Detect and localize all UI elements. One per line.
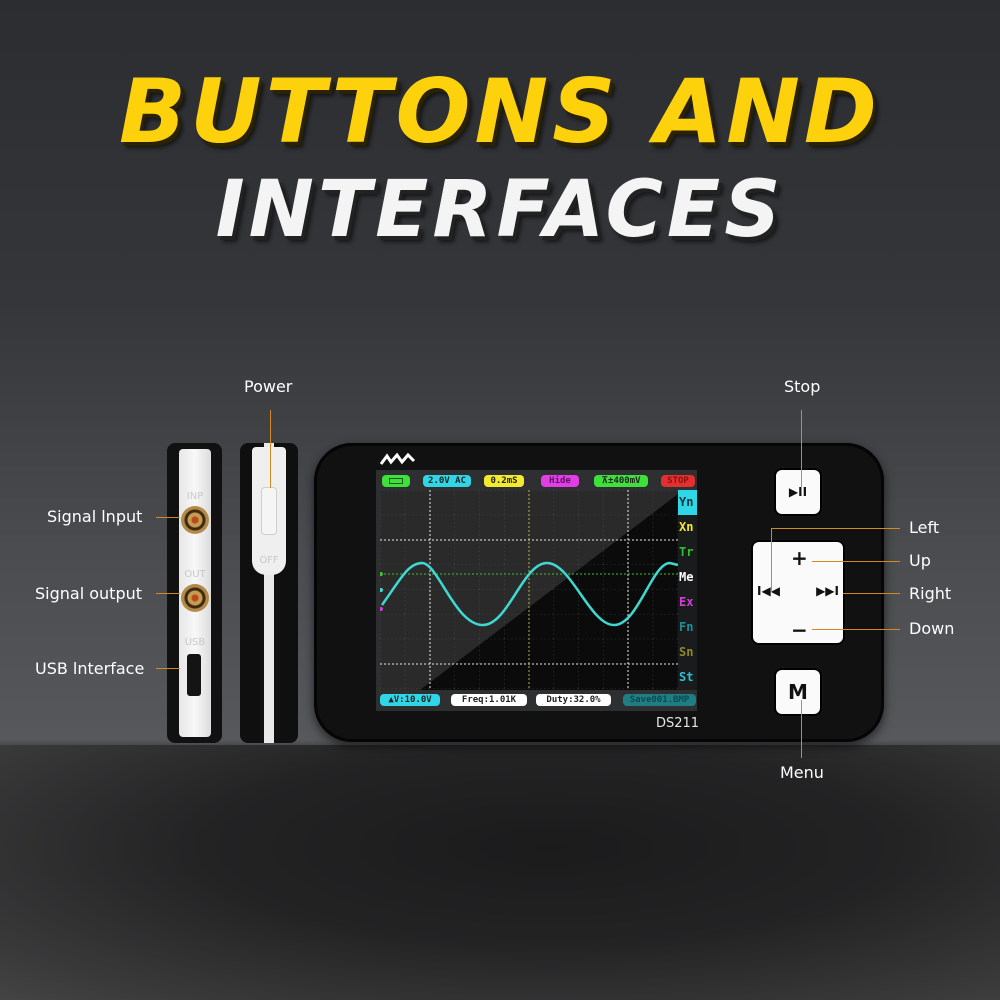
callout-line-output bbox=[156, 593, 180, 594]
battery-icon bbox=[382, 475, 410, 487]
waveform-plot bbox=[380, 490, 678, 690]
power-switch-knob[interactable] bbox=[261, 487, 277, 535]
signal-input-jack[interactable] bbox=[181, 506, 209, 534]
headline-line1: BUTTONS AND bbox=[119, 60, 881, 163]
play-pause-button[interactable]: ▶II bbox=[776, 470, 820, 514]
callout-line-stop bbox=[801, 410, 802, 493]
screen-top-bar: 2.0V AC 0.2mS Hide ⊼±400mV STOP bbox=[380, 475, 696, 488]
menu-item-xn[interactable]: Xn bbox=[679, 520, 694, 534]
label-signal-output: Signal output bbox=[35, 584, 143, 603]
direction-pad: + − I◀◀ ▶▶I bbox=[753, 542, 843, 643]
screen-bottom-bar: ▲V:10.0V Freq:1.01K Duty:32.0% Save001.B… bbox=[380, 694, 696, 708]
duty-readout: Duty:32.0% bbox=[536, 694, 611, 706]
menu-item-me[interactable]: Me bbox=[679, 570, 694, 584]
display-mode[interactable]: Hide bbox=[541, 475, 579, 487]
usb-port-label: USB bbox=[184, 637, 206, 648]
label-power: Power bbox=[244, 377, 293, 396]
run-state[interactable]: STOP bbox=[661, 475, 695, 487]
callout-line-up bbox=[812, 561, 900, 562]
callout-line-down bbox=[812, 629, 900, 630]
volts-per-div[interactable]: 2.0V AC bbox=[423, 475, 471, 487]
background-floor bbox=[0, 745, 1000, 1000]
screen-side-menu: Yn Xn Tr Me Ex Fn Sn St bbox=[678, 490, 697, 690]
waveform-logo-icon bbox=[380, 452, 416, 465]
label-stop: Stop bbox=[784, 377, 821, 396]
next-right-button[interactable]: ▶▶I bbox=[816, 584, 839, 598]
headline-line2: INTERFACES bbox=[215, 165, 785, 255]
callout-line-usb bbox=[156, 668, 180, 669]
inp-port-label: INP bbox=[186, 491, 204, 502]
trigger-level[interactable]: ⊼±400mV bbox=[594, 475, 648, 487]
label-right: Right bbox=[909, 584, 952, 603]
menu-button[interactable]: M bbox=[776, 670, 820, 714]
menu-m-glyph: M bbox=[788, 680, 808, 704]
label-signal-input: Signal lnput bbox=[47, 507, 143, 526]
signal-output-jack[interactable] bbox=[181, 584, 209, 612]
callout-line-input bbox=[156, 517, 180, 518]
label-down: Down bbox=[909, 619, 955, 638]
callout-line-right bbox=[843, 593, 900, 594]
off-label: OFF bbox=[259, 555, 279, 566]
menu-item-fn[interactable]: Fn bbox=[679, 620, 694, 634]
plus-up-button[interactable]: + bbox=[791, 546, 808, 570]
side-view-ports: INP OUT USB bbox=[167, 443, 222, 743]
label-usb-interface: USB lnterface bbox=[35, 659, 145, 678]
label-up: Up bbox=[909, 551, 931, 570]
delta-voltage: ▲V:10.0V bbox=[380, 694, 440, 706]
prev-left-button[interactable]: I◀◀ bbox=[757, 584, 780, 598]
save-file[interactable]: Save001.BMP bbox=[623, 694, 696, 706]
minus-down-button[interactable]: − bbox=[791, 618, 808, 642]
usb-port[interactable] bbox=[187, 654, 201, 696]
callout-line-menu bbox=[801, 700, 802, 758]
label-menu: Menu bbox=[780, 763, 824, 782]
callout-line-left-v bbox=[771, 528, 772, 592]
side-view-power: OFF bbox=[240, 443, 298, 743]
menu-item-yn[interactable]: Yn bbox=[678, 490, 697, 515]
play-pause-icon: ▶II bbox=[788, 485, 808, 499]
menu-item-st[interactable]: St bbox=[679, 670, 694, 684]
power-switch[interactable]: OFF bbox=[252, 447, 286, 575]
menu-item-sn[interactable]: Sn bbox=[679, 645, 694, 659]
callout-line-left-h bbox=[771, 528, 900, 529]
menu-item-tr[interactable]: Tr bbox=[679, 545, 694, 559]
model-label: DS211 bbox=[656, 716, 700, 731]
menu-item-ex[interactable]: Ex bbox=[679, 595, 694, 609]
callout-line-power bbox=[270, 410, 271, 488]
time-per-div[interactable]: 0.2mS bbox=[484, 475, 524, 487]
out-port-label: OUT bbox=[184, 569, 206, 580]
label-left: Left bbox=[909, 518, 940, 537]
frequency-readout: Freq:1.01K bbox=[451, 694, 527, 706]
